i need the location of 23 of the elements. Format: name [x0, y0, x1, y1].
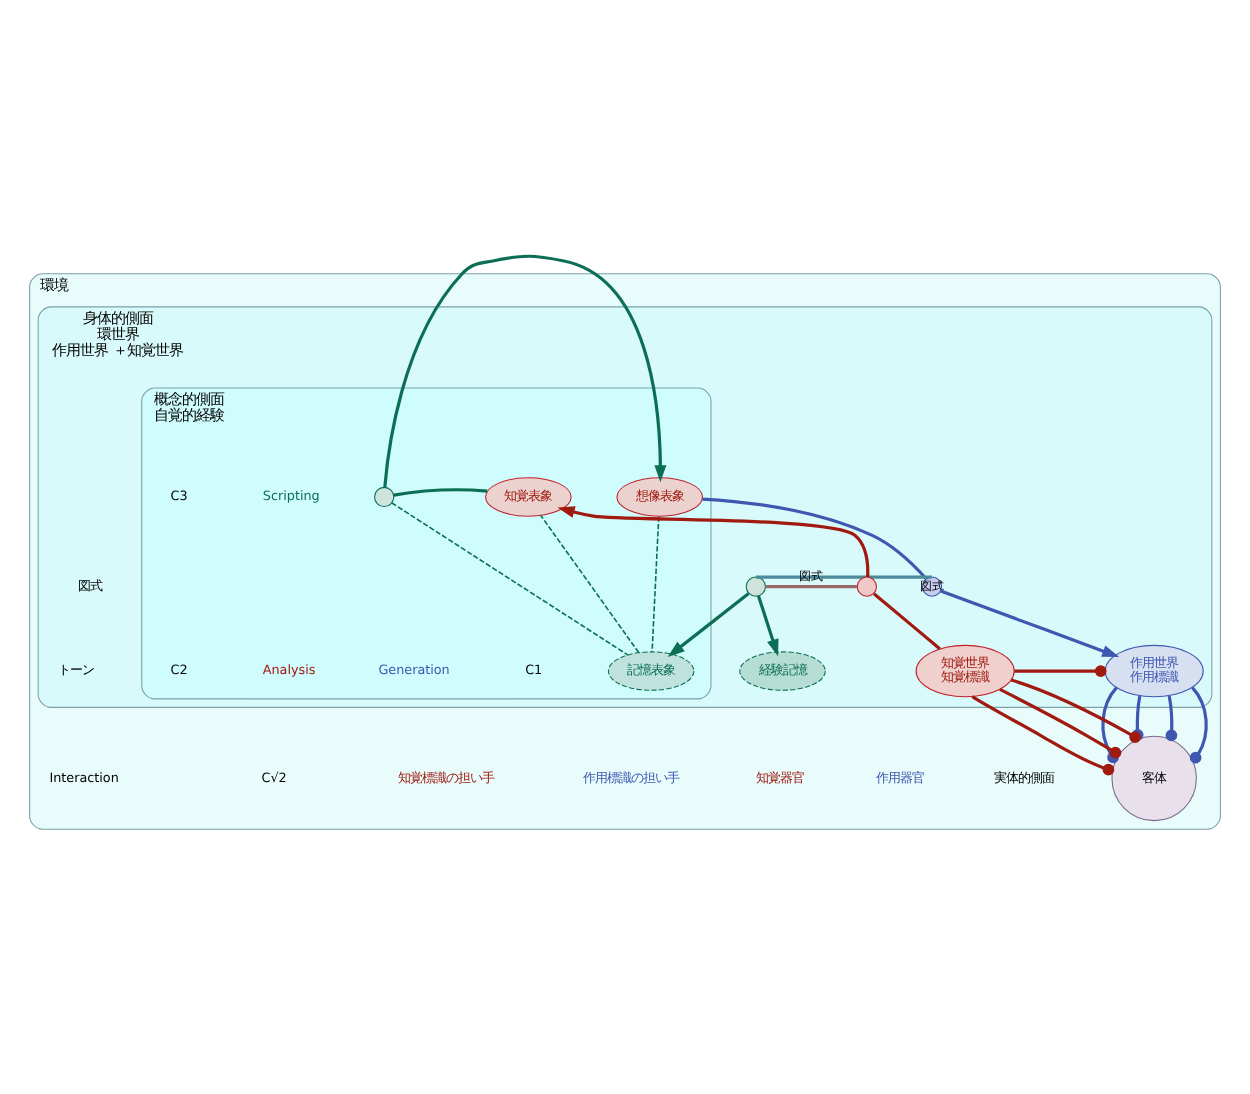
- connector: [1014, 665, 1107, 677]
- arrow: [667, 592, 750, 658]
- connector: [999, 688, 1122, 759]
- connector: [872, 592, 941, 650]
- arrow: [383, 254, 667, 488]
- connector: [1010, 678, 1141, 743]
- node-circle: [374, 486, 395, 508]
- arrow: [756, 595, 779, 657]
- connector: [971, 695, 1115, 776]
- arrow: [557, 506, 870, 577]
- node-circle: [921, 576, 943, 597]
- node-circle: [856, 576, 878, 597]
- node-circle: [745, 576, 766, 597]
- connector: [765, 585, 858, 589]
- connector: [1165, 695, 1178, 742]
- connector: [755, 575, 932, 579]
- connector: [540, 514, 640, 654]
- connector: [702, 497, 928, 580]
- arrow: [940, 589, 1120, 658]
- connector: [1189, 686, 1208, 764]
- connector: [651, 515, 660, 653]
- connector: [393, 488, 488, 497]
- connector: [391, 502, 629, 656]
